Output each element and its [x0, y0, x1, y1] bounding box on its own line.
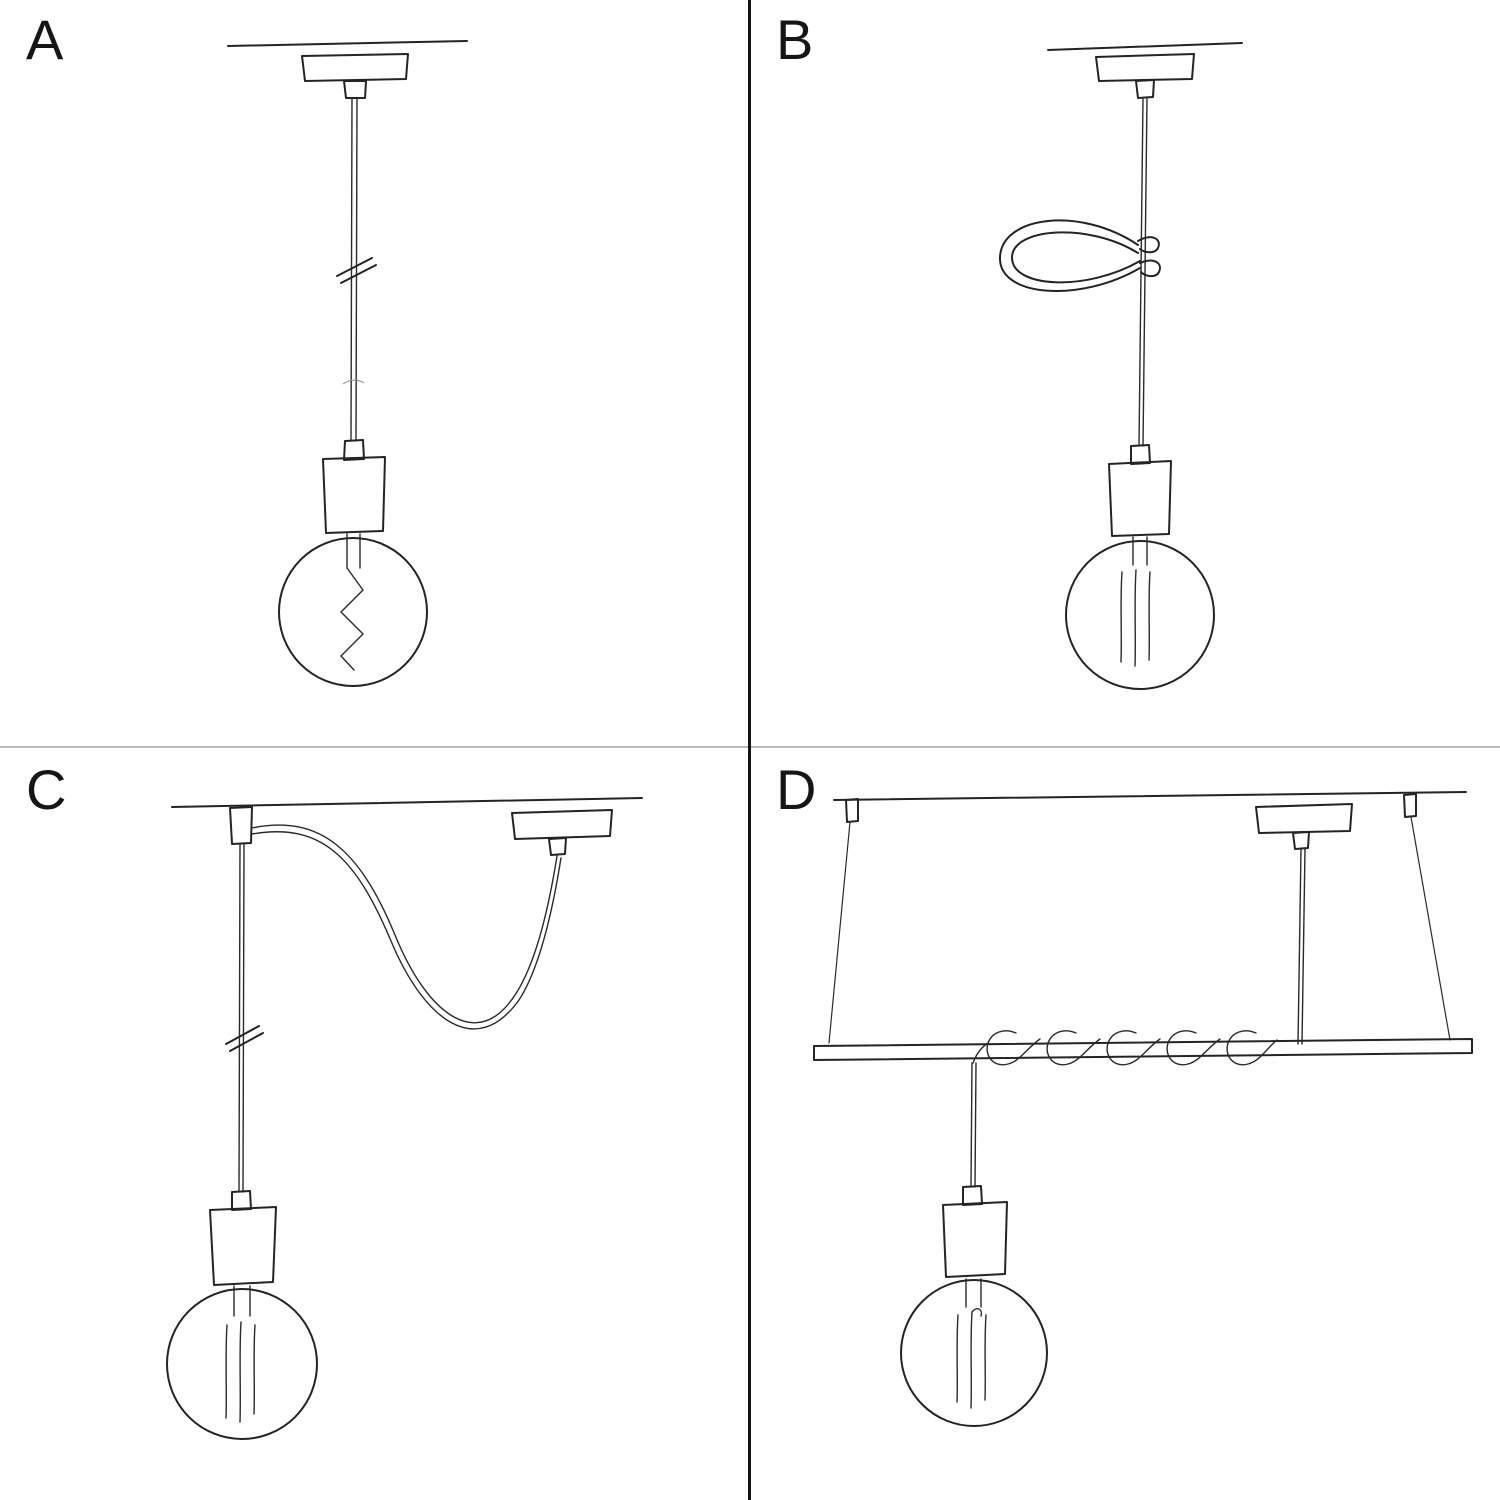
ceiling-rose	[1095, 53, 1195, 82]
filament	[984, 1314, 987, 1401]
cable-break-mark	[340, 264, 377, 284]
panel-a: A	[0, 0, 750, 750]
suspension-wire	[1410, 816, 1451, 1041]
filament	[970, 1311, 973, 1409]
lamp-holder	[942, 1201, 1008, 1278]
ceiling-line	[1047, 42, 1243, 51]
vertical-divider	[748, 0, 751, 1500]
ceiling-line	[171, 797, 643, 808]
cable-coil	[1166, 1030, 1221, 1066]
cable-grip	[1292, 831, 1310, 850]
panel-a-label: A	[26, 8, 65, 71]
ceiling-hook	[1403, 793, 1417, 818]
filament-stem	[1132, 536, 1148, 566]
lamp-holder	[209, 1206, 277, 1286]
cable-coil	[1046, 1030, 1101, 1066]
loop-clip	[1139, 259, 1161, 278]
holder-neck	[231, 1190, 252, 1211]
panel-d: D	[750, 750, 1500, 1500]
cable-break-mark	[229, 1032, 264, 1052]
panel-c-label: C	[26, 758, 68, 821]
ceiling-rose	[1255, 803, 1353, 834]
ceiling-line	[833, 791, 1467, 801]
cable-break-mark	[336, 257, 373, 277]
light-bulb	[278, 537, 428, 687]
cable-loop	[998, 219, 1141, 292]
filament	[1134, 569, 1137, 667]
filament	[956, 1314, 959, 1403]
lamp-holder	[1108, 460, 1172, 537]
holder-neck	[343, 439, 365, 461]
swag-pendant-sketch	[166, 797, 643, 1440]
bar-coil-pendant-sketch	[813, 791, 1473, 1427]
cable-coil	[1106, 1030, 1161, 1066]
swag-cable	[251, 831, 562, 1030]
panel-d-label: D	[776, 758, 818, 821]
cable-coil	[1226, 1030, 1278, 1066]
ceiling-hook	[845, 798, 859, 823]
wooden-bar	[813, 1038, 1473, 1061]
cable-coil-exit	[972, 1042, 989, 1064]
filament	[239, 1321, 242, 1423]
suspension-wire	[828, 821, 851, 1044]
ceiling-rose	[511, 809, 613, 840]
cable-loop	[1010, 231, 1141, 284]
loop-clip-pendant-sketch	[998, 42, 1243, 690]
straight-pendant-sketch	[227, 40, 468, 687]
filament-hook	[971, 1308, 983, 1317]
filament	[340, 567, 364, 671]
light-bulb	[900, 1279, 1048, 1427]
cable-break-mark	[225, 1025, 260, 1045]
lamp-holder	[322, 456, 386, 534]
cable-grip	[548, 837, 567, 856]
panel-c: C	[0, 750, 750, 1500]
ceiling-hook-mount	[229, 806, 253, 845]
light-bulb	[1065, 540, 1215, 690]
swag-cable	[251, 824, 558, 1024]
light-bulb	[166, 1288, 318, 1440]
filament-stem	[346, 533, 361, 569]
holder-neck	[1130, 444, 1151, 465]
ceiling-line	[227, 40, 468, 47]
cable-grip	[343, 80, 367, 99]
filament-stem	[965, 1278, 982, 1308]
filament	[1148, 571, 1151, 661]
cable-coil	[986, 1030, 1041, 1066]
ceiling-rose	[301, 53, 409, 82]
filament-stem	[233, 1285, 251, 1317]
panel-b: B	[750, 0, 1500, 750]
holder-neck	[962, 1185, 983, 1206]
filament	[1120, 571, 1123, 663]
loop-clip	[1137, 236, 1160, 254]
cable-grip	[1135, 79, 1155, 99]
filament	[225, 1324, 228, 1419]
panel-b-label: B	[776, 8, 815, 71]
filament	[253, 1324, 256, 1415]
